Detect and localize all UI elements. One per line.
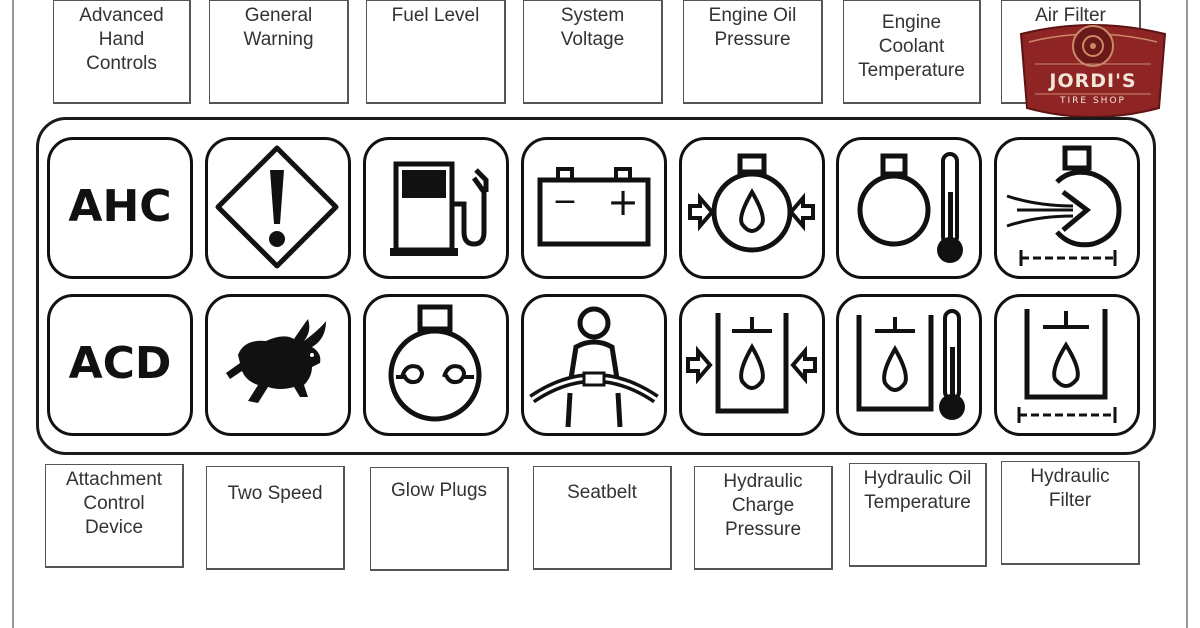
hydraulic-charge-pressure-icon <box>679 294 825 436</box>
glow-plug-icon <box>363 294 509 436</box>
hydraulic-filter-icon <box>994 294 1140 436</box>
label-engine-coolant-temperature: Engine Coolant Temperature <box>843 0 981 104</box>
label-hydraulic-charge-pressure: Hydraulic Charge Pressure <box>694 466 833 570</box>
engine-oil-pressure-icon <box>679 137 825 279</box>
label-fuel-level: Fuel Level <box>366 0 506 104</box>
battery-icon: − + <box>521 137 667 279</box>
rabbit-icon <box>205 294 351 436</box>
jordis-tire-shop-logo: JORDI'S TIRE SHOP <box>1013 12 1173 124</box>
label-advanced-hand-controls: Advanced Hand Controls <box>53 0 191 104</box>
label-engine-oil-pressure: Engine Oil Pressure <box>683 0 823 104</box>
label-attachment-control-device: Attachment Control Device <box>45 464 184 568</box>
ahc-text: AHC <box>68 181 172 232</box>
label-glow-plugs: Glow Plugs <box>370 467 509 571</box>
seatbelt-icon <box>521 294 667 436</box>
label-seatbelt: Seatbelt <box>533 466 672 570</box>
battery-plus: + <box>607 180 639 224</box>
fuel-pump-icon <box>363 137 509 279</box>
hydraulic-oil-temperature-icon <box>836 294 982 436</box>
battery-minus: − <box>552 184 577 219</box>
label-system-voltage: System Voltage <box>523 0 663 104</box>
page-frame-left <box>12 0 14 628</box>
acd-icon: ACD <box>47 294 193 436</box>
coolant-temperature-icon <box>836 137 982 279</box>
logo-name: JORDI'S <box>1049 70 1137 92</box>
label-general-warning: General Warning <box>209 0 349 104</box>
air-filter-icon <box>994 137 1140 279</box>
label-hydraulic-filter: Hydraulic Filter <box>1001 461 1140 565</box>
general-warning-icon <box>205 137 351 279</box>
ahc-icon: AHC <box>47 137 193 279</box>
label-hydraulic-oil-temperature: Hydraulic Oil Temperature <box>849 463 987 567</box>
acd-text: ACD <box>68 338 172 389</box>
label-two-speed: Two Speed <box>206 466 345 570</box>
logo-tagline: TIRE SHOP <box>1060 96 1126 106</box>
page-frame-right <box>1186 0 1188 628</box>
